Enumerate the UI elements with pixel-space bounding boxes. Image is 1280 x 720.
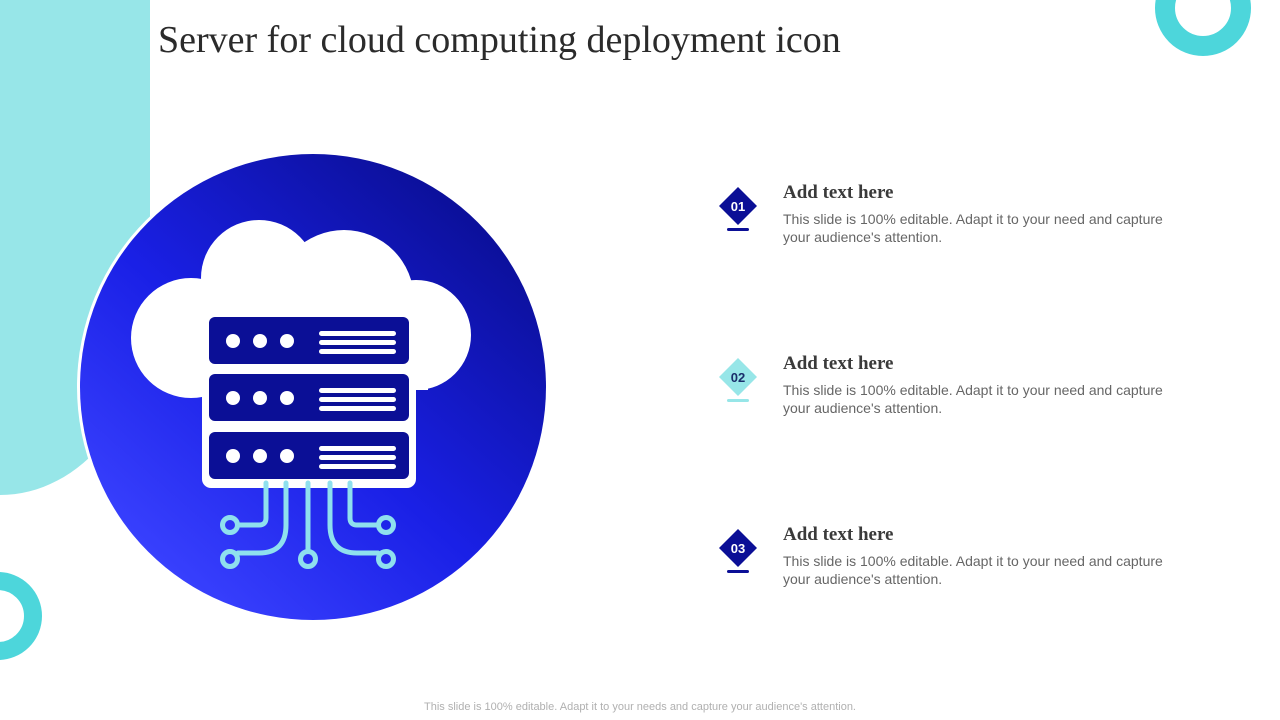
item-heading: Add text here	[783, 182, 894, 203]
decorative-ring-bottom	[0, 572, 42, 660]
item-number: 03	[730, 541, 746, 556]
number-badge: 02	[716, 357, 760, 409]
number-badge: 01	[716, 186, 760, 238]
server-rack	[209, 317, 409, 479]
item-heading: Add text here	[783, 524, 894, 545]
badge-diamond	[719, 529, 757, 567]
item-description: This slide is 100% editable. Adapt it to…	[783, 211, 1163, 245]
cloud-server-circuit-icon	[76, 150, 550, 624]
list-item-03: 03 Add text here This slide is 100% edit…	[716, 524, 1196, 608]
list-item-01: 01 Add text here This slide is 100% edit…	[716, 182, 1196, 266]
badge-diamond	[719, 358, 757, 396]
item-number: 02	[730, 370, 746, 385]
item-heading: Add text here	[783, 353, 894, 374]
badge-underline	[727, 570, 749, 573]
circuit-lines	[220, 480, 396, 569]
list-item-02: 02 Add text here This slide is 100% edit…	[716, 353, 1196, 437]
badge-underline	[727, 399, 749, 402]
item-description: This slide is 100% editable. Adapt it to…	[783, 382, 1163, 416]
decorative-ring-top	[1155, 0, 1251, 56]
item-number: 01	[730, 199, 746, 214]
item-description: This slide is 100% editable. Adapt it to…	[783, 553, 1163, 587]
badge-underline	[727, 228, 749, 231]
badge-diamond	[719, 187, 757, 225]
slide-title: Server for cloud computing deployment ic…	[158, 19, 841, 61]
number-badge: 03	[716, 528, 760, 580]
footer-note: This slide is 100% editable. Adapt it to…	[424, 701, 856, 713]
